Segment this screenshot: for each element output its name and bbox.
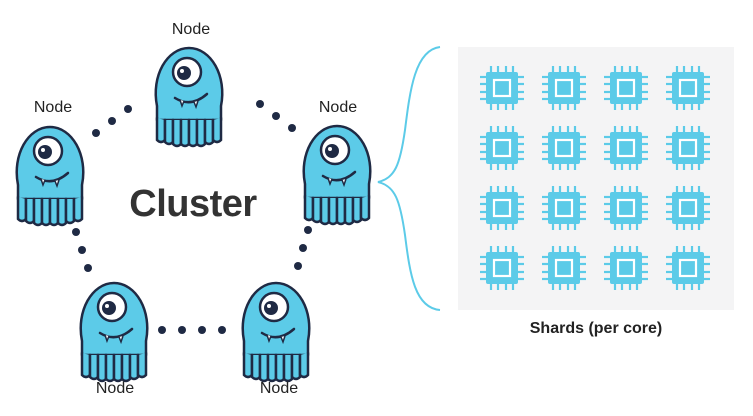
cpu-chip-icon [540,244,588,292]
node-label: Node [318,99,358,116]
cpu-chip-icon [664,124,712,172]
cpu-chip-icon [478,64,526,112]
cpu-chip-icon [602,184,650,232]
cluster-ring-dots [72,100,312,334]
cpu-chip-icon [664,244,712,292]
octopus-mascot-icon [154,46,224,148]
cpu-chip-icon [602,124,650,172]
node-label: Node [33,99,73,116]
cpu-chip-icon [540,64,588,112]
cpu-chip-icon [664,184,712,232]
cpu-chip-icon [664,64,712,112]
cpu-chip-icon [602,64,650,112]
cpu-chip-icon [478,124,526,172]
cpu-chip-icon [540,184,588,232]
octopus-mascot-icon [241,281,311,383]
octopus-mascot-icon [302,124,372,226]
shard-bracket [377,46,441,311]
node-label: Node [171,21,211,38]
octopus-mascot-icon [15,125,85,227]
shards-panel [458,47,734,310]
cpu-chip-icon [478,184,526,232]
node-label: Node [259,380,299,397]
shards-label: Shards (per core) [529,320,663,337]
cpu-chip-icon [478,244,526,292]
cpu-chip-icon [602,244,650,292]
cluster-label: Cluster [129,183,257,225]
shards-grid [478,64,712,292]
cpu-chip-icon [540,124,588,172]
octopus-mascot-icon [79,281,149,383]
node-label: Node [95,380,135,397]
